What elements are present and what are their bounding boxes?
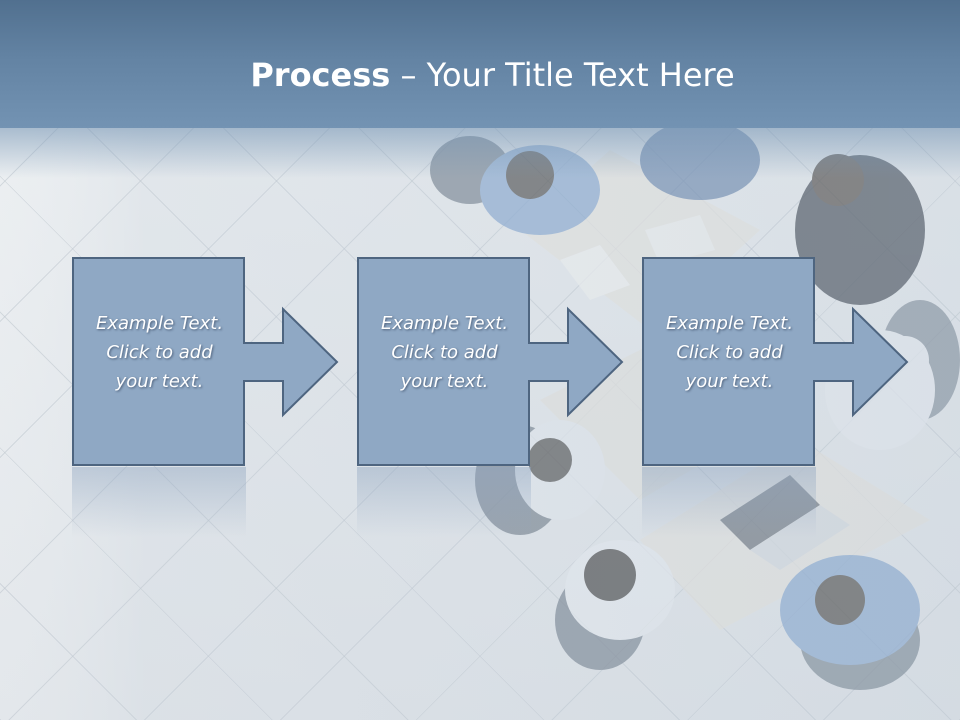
step-text[interactable]: Example Text. Click to add your text. xyxy=(357,309,532,396)
step-reflection xyxy=(72,467,246,537)
step-text-line2: Click to add xyxy=(391,342,498,363)
process-step-1[interactable]: Example Text. Click to add your text. xyxy=(72,257,342,467)
step-reflection xyxy=(357,467,531,537)
step-text-line2: Click to add xyxy=(106,342,213,363)
step-text-line3: your text. xyxy=(115,371,204,392)
step-text-line3: your text. xyxy=(400,371,489,392)
slide-title[interactable]: Process – Your Title Text Here xyxy=(0,50,960,100)
arrow-right-icon xyxy=(72,257,339,466)
arrow-right-icon xyxy=(357,257,624,466)
step-text[interactable]: Example Text. Click to add your text. xyxy=(642,309,817,396)
process-step-2[interactable]: Example Text. Click to add your text. xyxy=(357,257,627,467)
step-text-line1: Example Text. xyxy=(665,313,794,334)
step-text-line1: Example Text. xyxy=(380,313,509,334)
title-band xyxy=(0,0,960,128)
slide-title-bold: Process xyxy=(250,56,391,94)
step-text-line3: your text. xyxy=(685,371,774,392)
process-step-3[interactable]: Example Text. Click to add your text. xyxy=(642,257,912,467)
arrow-right-icon xyxy=(642,257,909,466)
step-text-line1: Example Text. xyxy=(95,313,224,334)
title-band-fade xyxy=(0,128,960,178)
slide-title-rest: – Your Title Text Here xyxy=(390,56,735,94)
step-text[interactable]: Example Text. Click to add your text. xyxy=(72,309,247,396)
step-reflection xyxy=(642,467,816,537)
step-text-line2: Click to add xyxy=(676,342,783,363)
